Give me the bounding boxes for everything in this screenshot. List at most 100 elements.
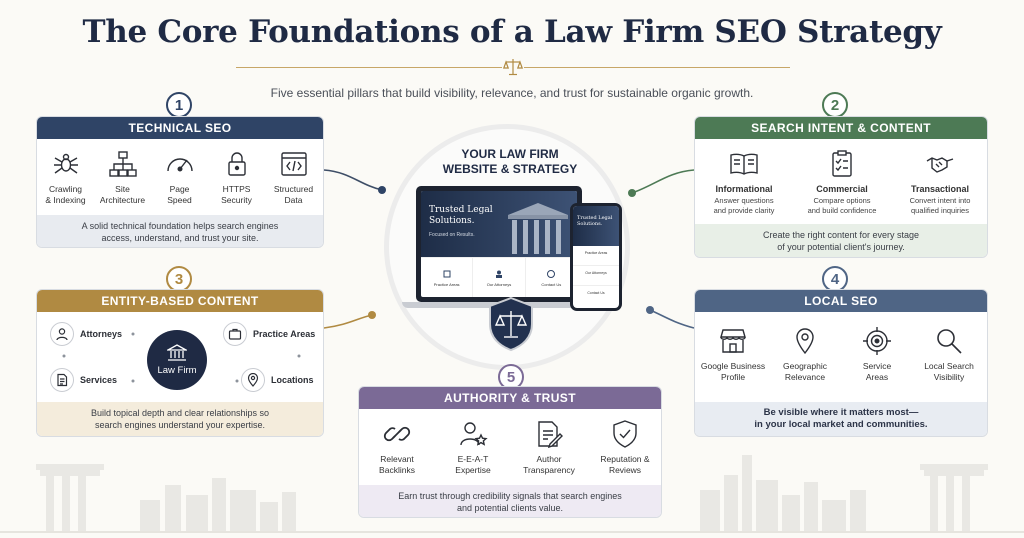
item-desc-line2: qualified inquiries bbox=[911, 206, 969, 215]
pillar-number-3: 3 bbox=[166, 266, 192, 292]
briefcase-icon bbox=[228, 328, 242, 340]
item-label-line2: Speed bbox=[167, 195, 192, 205]
item-label-line2: Expertise bbox=[455, 465, 491, 475]
node-label: Practice Areas bbox=[253, 329, 316, 339]
center-title-line1: YOUR LAW FIRM bbox=[461, 147, 559, 161]
local-item-service-areas: Service Areas bbox=[841, 326, 913, 388]
shield-check-icon bbox=[613, 420, 637, 448]
item-label-line1: Google Business bbox=[700, 361, 766, 371]
footer-line1: Earn trust through credibility signals t… bbox=[398, 491, 622, 501]
item-label-line2: Visibility bbox=[933, 372, 965, 382]
phone-mockup: Trusted Legal Solutions. Practice Areas … bbox=[570, 203, 622, 311]
technical-item-https: HTTPS Security bbox=[208, 149, 265, 213]
title-rule-right bbox=[524, 67, 790, 68]
authority-item-reputation: Reputation & Reviews bbox=[587, 419, 661, 483]
footer-line1: A solid technical foundation helps searc… bbox=[81, 221, 279, 231]
technical-seo-header: TECHNICAL SEO bbox=[37, 117, 323, 139]
laptop-nav-item[interactable]: Our Attorneys bbox=[473, 258, 526, 297]
entity-node-locations: Locations bbox=[241, 368, 314, 392]
item-label-line1: Page bbox=[169, 184, 190, 194]
phone-nav-label: Our Attorneys bbox=[585, 271, 607, 275]
item-desc-line2: and provide clarity bbox=[713, 206, 775, 215]
courthouse-icon bbox=[508, 203, 568, 254]
node-label: Attorneys bbox=[80, 329, 123, 339]
node-label: Locations bbox=[271, 375, 314, 385]
search-intent-header: SEARCH INTENT & CONTENT bbox=[695, 117, 987, 139]
phone-hero-line2: Solutions. bbox=[577, 221, 603, 227]
item-desc-line1: Compare options bbox=[813, 196, 871, 205]
technical-item-structured-data: Structured Data bbox=[265, 149, 322, 213]
local-seo-footer: Be visible where it matters most— in you… bbox=[695, 402, 987, 436]
technical-item-architecture: Site Architecture bbox=[94, 149, 151, 213]
phone-nav-item[interactable]: Contact Us bbox=[573, 286, 619, 306]
footer-line1: Create the right content for every stage bbox=[762, 230, 920, 240]
link-icon bbox=[383, 426, 411, 442]
author-document-icon bbox=[538, 421, 563, 449]
footer-line1: Be visible where it matters most— bbox=[763, 407, 919, 418]
lock-icon bbox=[227, 152, 246, 176]
item-label-line1: HTTPS bbox=[222, 184, 251, 194]
map-pin-icon bbox=[796, 328, 814, 355]
item-label-line2: Relevance bbox=[784, 372, 826, 382]
laptop-nav-label: Practice Areas bbox=[433, 281, 460, 287]
local-item-search-visibility: Local Search Visibility bbox=[913, 326, 985, 388]
laptop-nav-label: Contact Us bbox=[541, 281, 562, 287]
item-label-line2: Profile bbox=[720, 372, 746, 382]
entity-node-attorneys: Attorneys bbox=[50, 322, 122, 346]
law-firm-hub: Law Firm bbox=[147, 330, 207, 390]
phone-nav-item[interactable]: Practice Areas bbox=[573, 246, 619, 266]
contact-icon bbox=[547, 269, 556, 278]
authority-trust-header: AUTHORITY & TRUST bbox=[359, 387, 661, 409]
handshake-icon bbox=[926, 157, 954, 173]
footer-line1: Build topical depth and clear relationsh… bbox=[90, 408, 270, 418]
intent-item-commercial: Commercial Compare options and build con… bbox=[793, 149, 891, 221]
item-label-line1: Reputation & bbox=[600, 454, 650, 464]
phone-nav-label: Practice Areas bbox=[584, 251, 608, 255]
local-item-google-business: Google Business Profile bbox=[697, 326, 769, 388]
authority-item-eeat: E-E-A-T Expertise bbox=[435, 419, 511, 483]
laptop-nav-item[interactable]: Practice Areas bbox=[421, 258, 474, 297]
item-label-line1: E-E-A-T bbox=[457, 454, 489, 464]
laptop-mockup: Trusted Legal Solutions. Focused on Resu… bbox=[402, 186, 596, 308]
spider-icon bbox=[53, 153, 78, 174]
laptop-nav-item[interactable]: Contact Us bbox=[526, 258, 577, 297]
item-title: Commercial bbox=[816, 184, 868, 194]
technical-seo-footer: A solid technical foundation helps searc… bbox=[37, 215, 323, 247]
footer-line2: of your potential client's journey. bbox=[777, 242, 905, 252]
courthouse-icon bbox=[167, 344, 187, 361]
technical-item-speed: Page Speed bbox=[151, 149, 208, 213]
item-label-line2: Security bbox=[221, 195, 252, 205]
item-label-line1: Structured bbox=[273, 184, 314, 194]
speedometer-icon bbox=[166, 158, 193, 172]
technical-seo-card: TECHNICAL SEO Crawling & Indexing Site A… bbox=[36, 116, 324, 248]
authority-item-backlinks: Relevant Backlinks bbox=[359, 419, 435, 483]
technical-item-crawling: Crawling & Indexing bbox=[37, 149, 94, 213]
phone-nav-item[interactable]: Our Attorneys bbox=[573, 266, 619, 286]
center-title-line2: WEBSITE & STRATEGY bbox=[442, 162, 578, 176]
skyline-decoration bbox=[0, 455, 1024, 533]
pillar-number-4: 4 bbox=[822, 266, 848, 292]
location-pin-icon bbox=[247, 373, 259, 387]
item-label-line1: Local Search bbox=[924, 361, 974, 371]
item-label-line1: Relevant bbox=[380, 454, 414, 464]
person-icon bbox=[56, 328, 68, 341]
phone-nav-label: Contact Us bbox=[587, 291, 605, 295]
entity-node-practice-areas: Practice Areas bbox=[223, 322, 315, 346]
person-icon bbox=[495, 270, 502, 278]
entity-content-footer: Build topical depth and clear relationsh… bbox=[37, 402, 323, 436]
sitemap-icon bbox=[108, 151, 137, 177]
local-item-geographic: Geographic Relevance bbox=[769, 326, 841, 388]
checklist-icon bbox=[832, 150, 852, 177]
local-seo-card: LOCAL SEO Google Business Profile Geogra… bbox=[694, 289, 988, 437]
item-desc-line2: and build confidence bbox=[807, 206, 877, 215]
item-label-line2: & Indexing bbox=[45, 195, 86, 205]
pillar-number-2: 2 bbox=[822, 92, 848, 118]
entity-node-services: Services bbox=[50, 368, 117, 392]
footer-line2: in your local market and communities. bbox=[754, 419, 928, 430]
item-label-line2: Reviews bbox=[608, 465, 642, 475]
item-label-line2: Areas bbox=[865, 372, 889, 382]
target-icon bbox=[863, 327, 891, 355]
laptop-nav-label: Our Attorneys bbox=[486, 281, 512, 287]
item-label-line1: Author bbox=[536, 454, 562, 464]
magnifier-icon bbox=[937, 329, 962, 354]
